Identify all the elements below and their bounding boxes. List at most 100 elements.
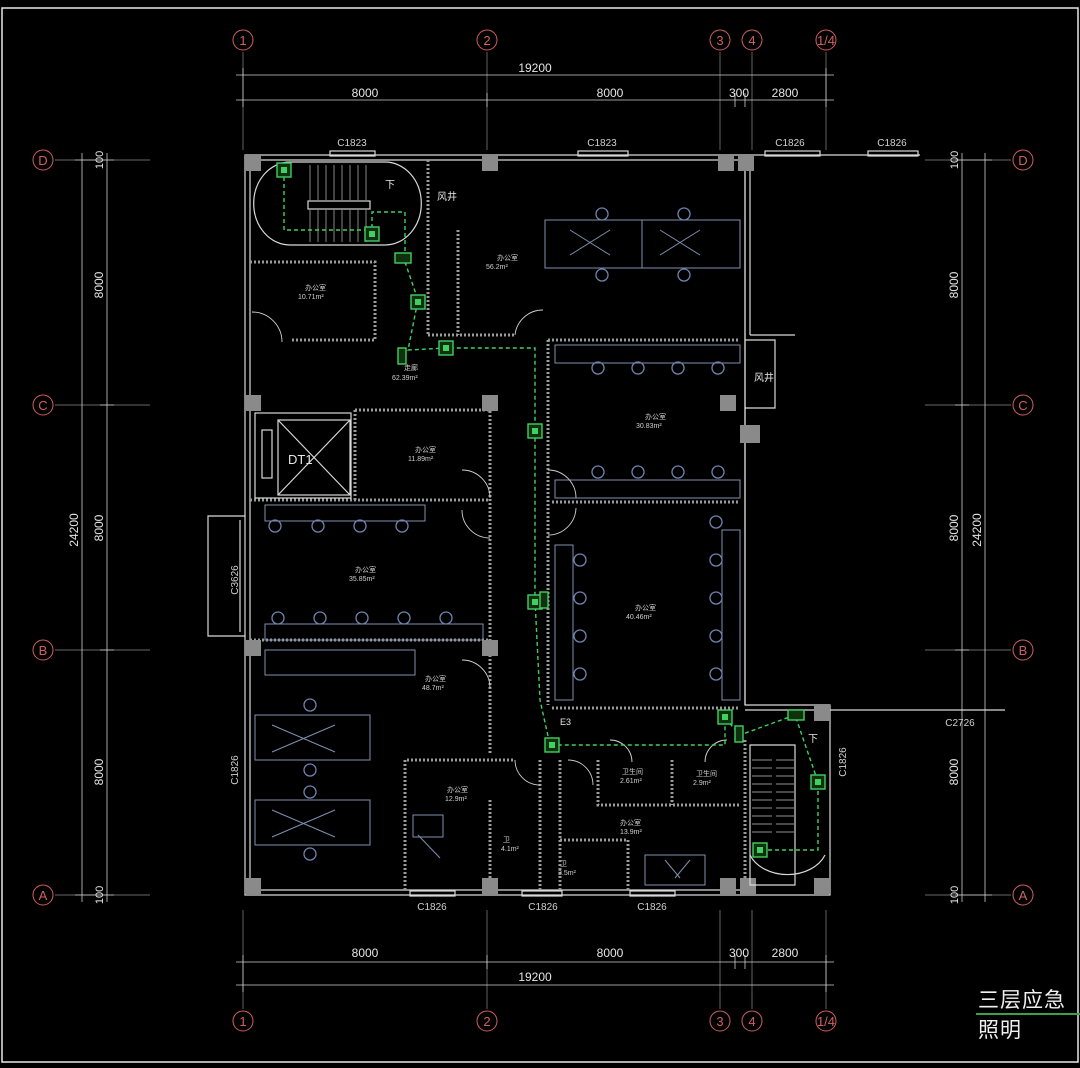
dimensions-bottom: 8000 8000 300 2800 19200 (236, 946, 834, 992)
axis-label: B (1019, 643, 1028, 658)
axis-bubbles-top: 1 2 3 4 1/4 (232, 29, 837, 51)
dim-part: 8000 (947, 514, 961, 541)
emergency-lamp-icon (752, 842, 768, 858)
axis-bubbles-bottom: 1 2 3 4 1/4 (232, 1010, 837, 1032)
dim-part: 8000 (92, 271, 106, 298)
grid-lines (55, 52, 1011, 1009)
room-area: 11.89m² (408, 456, 434, 463)
dim-part: 300 (729, 946, 749, 960)
dim-edge: 100 (949, 151, 961, 169)
room-area: 40.46m² (626, 614, 652, 621)
window-label: C1823 (587, 138, 617, 149)
exit-sign-icon (734, 725, 744, 743)
axis-label: 1 (239, 1014, 246, 1029)
axis-label: B (39, 643, 48, 658)
room-area: 56.2m² (486, 264, 508, 271)
down-label: 下 (808, 734, 818, 745)
axis-label: C (38, 398, 47, 413)
axis-label: 1/4 (817, 33, 835, 48)
dim-edge: 100 (949, 886, 961, 904)
emergency-lamp-icon (438, 340, 454, 356)
room-name: 办公室 (447, 785, 468, 794)
down-label: 下 (385, 180, 395, 191)
room-name: 办公室 (635, 603, 656, 612)
axis-label: A (1019, 888, 1028, 903)
building-walls (207, 154, 1005, 896)
exit-sign-icon (539, 591, 549, 609)
window-label: C1826 (838, 747, 849, 777)
drawing-title: 三层应急照明 (978, 988, 1066, 1042)
axis-label: C (1018, 398, 1027, 413)
room-area: 62.39m² (392, 375, 418, 382)
room-name: 走廊 (404, 363, 418, 372)
dim-part: 300 (729, 86, 749, 100)
dim-part: 8000 (92, 758, 106, 785)
room-area: 13.9m² (620, 829, 642, 836)
emergency-lamp-icon (810, 774, 826, 790)
shaft-label: 风井 (754, 371, 774, 384)
elevator-dt1: DT1 (254, 412, 352, 499)
room-area: 3.5m² (558, 870, 577, 877)
emergency-lamp-icon (276, 162, 292, 178)
dim-part: 8000 (947, 758, 961, 785)
window-labels: C1823 C1823 C1826 C1826 C3626 C1826 C182… (230, 138, 975, 913)
doors (251, 309, 728, 786)
columns (245, 155, 830, 894)
exit-sign-icon (787, 709, 805, 721)
axis-label: 2 (483, 1014, 490, 1029)
emergency-circuit (283, 170, 819, 851)
exit-sign-icon (397, 347, 407, 365)
axis-label: 2 (483, 33, 490, 48)
title-underline (976, 1013, 1080, 1015)
dim-part: 8000 (352, 86, 379, 100)
dim-part: 2800 (772, 946, 799, 960)
room-area: 48.7m² (422, 685, 444, 692)
window-label: C1826 (528, 902, 558, 913)
room-area: 10.71m² (298, 294, 324, 301)
elevator-label: DT1 (288, 452, 313, 467)
window-label: C1826 (877, 138, 907, 149)
window-label: C3626 (230, 565, 241, 595)
stair-bottom-right: 下 (749, 734, 826, 886)
axis-label: 1/4 (817, 1014, 835, 1029)
circuit-label: E3 (560, 717, 571, 727)
room-area: 4.1m² (501, 846, 520, 853)
stair-top-left: 下 (253, 161, 422, 246)
emergency-lamp-icon (717, 709, 733, 725)
furniture (254, 207, 741, 886)
axis-label: 3 (716, 33, 723, 48)
emergency-lamp-icon (364, 226, 380, 242)
room-area: 30.83m² (636, 423, 662, 430)
exit-sign-icon (394, 252, 412, 264)
window-label: C1826 (637, 902, 667, 913)
room-area: 2.61m² (620, 778, 642, 785)
room-name: 卫生间 (622, 767, 643, 776)
dim-total-right: 24200 (970, 513, 984, 547)
dim-total-left: 24200 (67, 513, 81, 547)
room-name: 办公室 (355, 565, 376, 574)
dimensions-top: 19200 8000 8000 300 2800 (236, 61, 834, 107)
window-label: C1823 (337, 138, 367, 149)
room-name: 卫 (503, 836, 510, 844)
dim-part: 8000 (92, 514, 106, 541)
dim-part: 8000 (597, 86, 624, 100)
room-name: 办公室 (645, 412, 666, 421)
window-label: C2726 (945, 718, 975, 729)
axis-label: 4 (748, 1014, 755, 1029)
emergency-lamp-icon (527, 423, 543, 439)
dim-total-bottom: 19200 (518, 970, 552, 984)
axis-label: 4 (748, 33, 755, 48)
dimensions-left: 24200 8000 8000 8000 100 100 (67, 151, 114, 904)
drawing-frame (1, 7, 1079, 1063)
dim-edge: 100 (94, 886, 106, 904)
shaft-label: 风井 (437, 190, 457, 203)
emergency-lamps (276, 162, 826, 858)
room-labels: 办公室 56.2m² 办公室 10.71m² 走廊 62.39m² 办公室 11… (298, 253, 717, 877)
room-name: 卫 (560, 860, 567, 868)
axis-label: A (39, 888, 48, 903)
axis-label: 1 (239, 33, 246, 48)
room-name: 办公室 (620, 818, 641, 827)
dim-part: 8000 (352, 946, 379, 960)
dim-total-top: 19200 (518, 61, 552, 75)
